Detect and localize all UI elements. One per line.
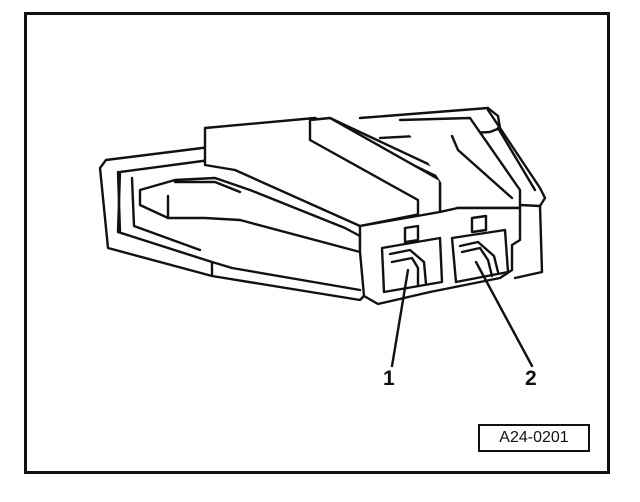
leader-line-1 xyxy=(390,268,410,368)
callout-2: 2 xyxy=(525,367,537,390)
terminal-slot-1 xyxy=(380,224,444,294)
figure-id-label: A24-0201 xyxy=(478,424,590,452)
callout-1: 1 xyxy=(383,367,395,390)
leader-line-2 xyxy=(474,260,534,368)
terminal-slot-2 xyxy=(450,214,510,284)
